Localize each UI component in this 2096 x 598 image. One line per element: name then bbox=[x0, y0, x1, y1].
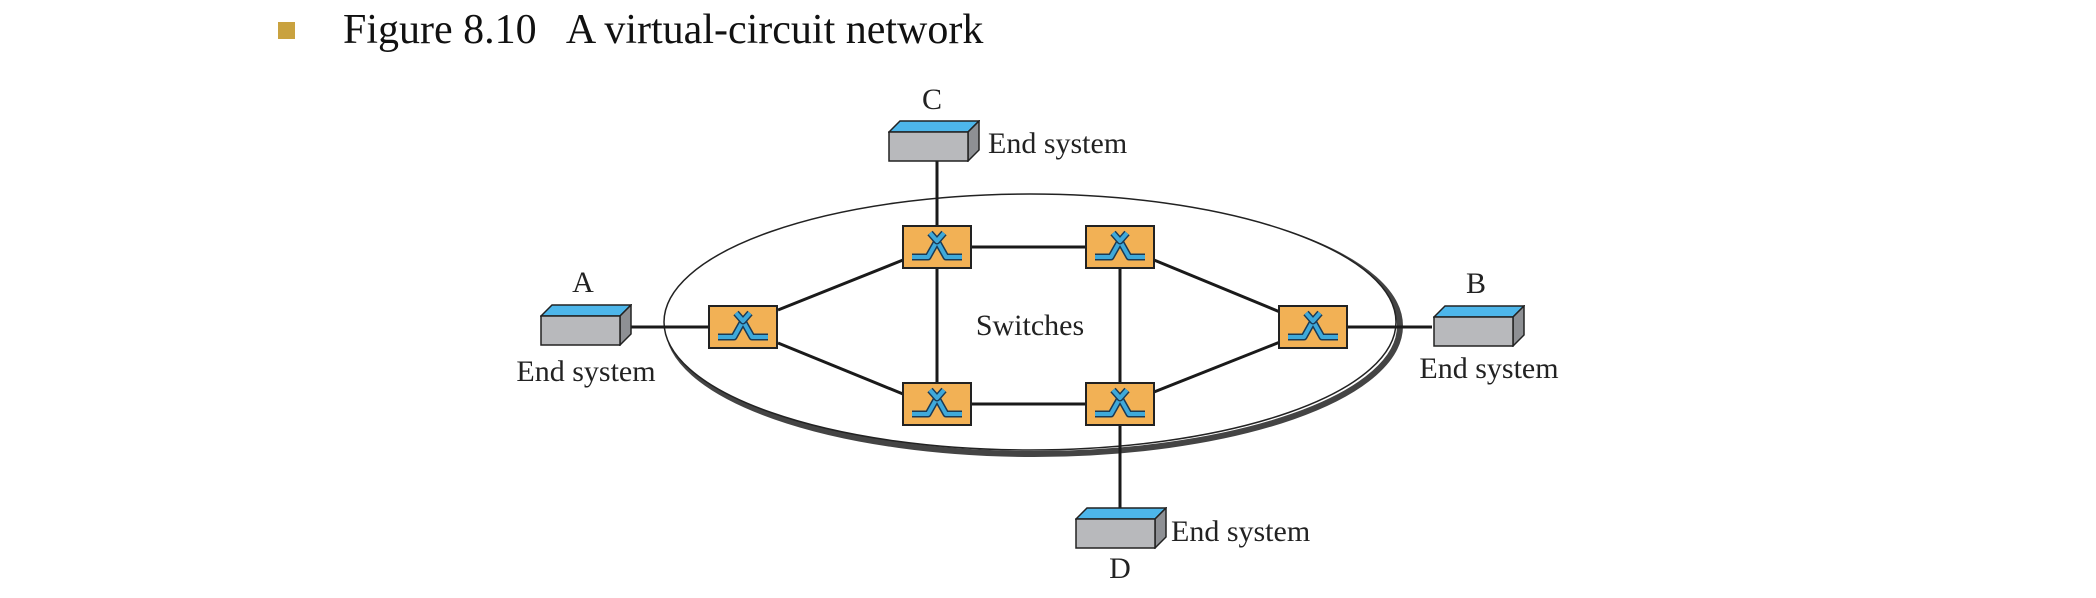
end-system-B-icon bbox=[1433, 305, 1525, 347]
link-s1-s2 bbox=[777, 258, 904, 312]
end-system-C-letter: C bbox=[922, 83, 942, 116]
figure-title: Figure 8.10 A virtual-circuit network bbox=[343, 7, 984, 53]
end-system-D-icon bbox=[1075, 507, 1167, 549]
end-system-A-icon bbox=[540, 304, 632, 346]
end-system-D-label: End system bbox=[1171, 515, 1310, 548]
end-system-B-letter: B bbox=[1466, 267, 1486, 300]
end-system-C-icon bbox=[888, 120, 980, 162]
switch-icon-5 bbox=[1086, 383, 1154, 425]
end-system-D-letter: D bbox=[1109, 552, 1131, 585]
link-s5-s6 bbox=[1153, 340, 1281, 394]
bullet-square-icon bbox=[278, 21, 295, 39]
end-system-C-label: End system bbox=[988, 127, 1127, 160]
switch-icon-2 bbox=[903, 226, 971, 268]
slide-heading: Figure 8.10 A virtual-circuit network bbox=[278, 0, 983, 60]
end-system-B-label: End system bbox=[1419, 352, 1558, 385]
switch-icon-6 bbox=[1279, 306, 1347, 348]
end-system-A-letter: A bbox=[572, 266, 594, 299]
switch-cloud bbox=[663, 193, 1397, 451]
link-s4-s6 bbox=[1153, 258, 1281, 314]
end-system-A-label: End system bbox=[516, 355, 655, 388]
switch-icon-4 bbox=[1086, 226, 1154, 268]
switch-icon-3 bbox=[903, 383, 971, 425]
link-s1-s3 bbox=[777, 341, 904, 396]
switch-icon-1 bbox=[709, 306, 777, 348]
cloud-label: Switches bbox=[976, 309, 1084, 342]
